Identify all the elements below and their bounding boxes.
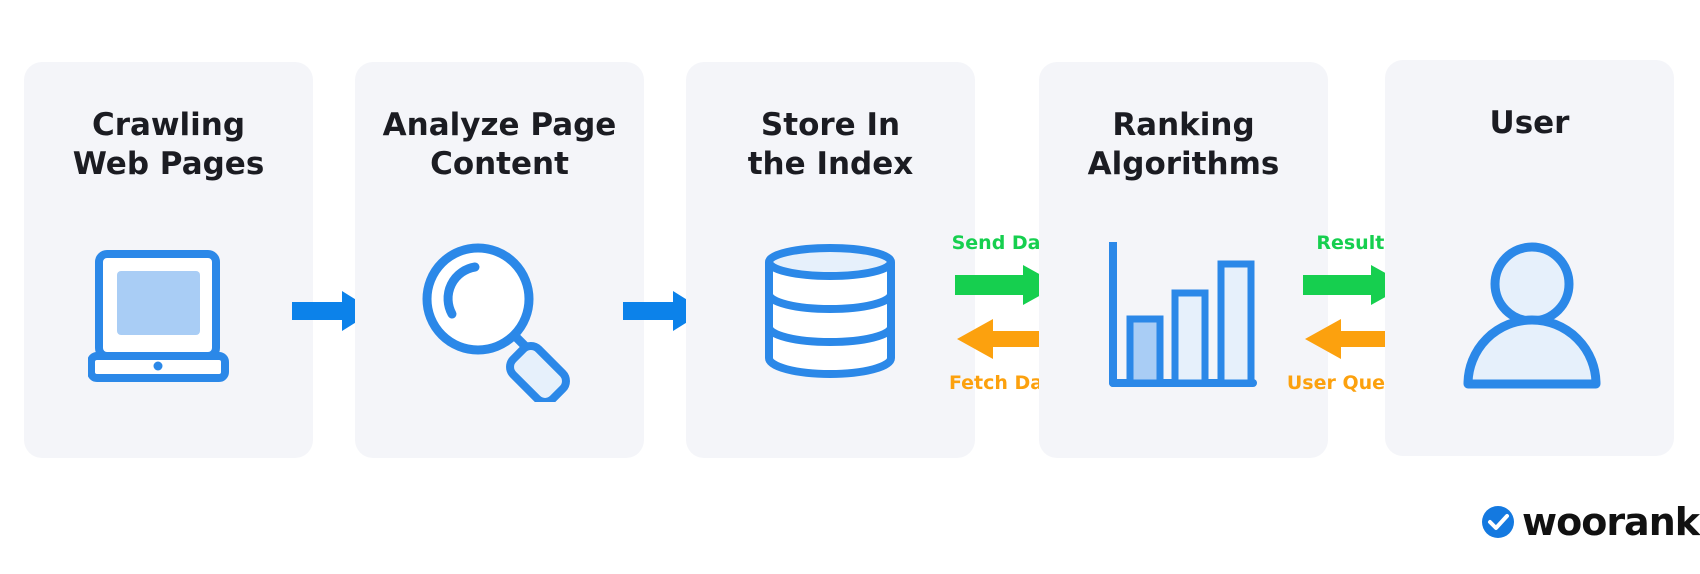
fetch-data-arrow — [957, 319, 1061, 359]
brand-logo: woorank — [1480, 500, 1700, 544]
stage-title: Analyze Page Content — [382, 107, 617, 182]
laptop-icon — [88, 250, 229, 382]
stage-title: Ranking Algorithms — [1087, 107, 1280, 182]
send-data-label: Send Data — [951, 232, 1063, 254]
stage-title: User — [1489, 105, 1570, 141]
stage-card-ranking: Ranking Algorithms — [1039, 62, 1328, 458]
stage-card-analyze: Analyze Page Content — [355, 62, 644, 458]
stage-title: Store In the Index — [747, 107, 914, 182]
stage-card-user: User — [1385, 60, 1674, 456]
flow-arrow-right — [623, 291, 705, 331]
check-badge-icon — [1482, 506, 1514, 538]
send-data-arrow — [955, 265, 1059, 305]
magnifier-icon — [422, 243, 570, 402]
fetch-data-label: Fetch Data — [948, 372, 1066, 394]
user-icon — [1463, 242, 1601, 389]
user-queries-arrow — [1305, 319, 1409, 359]
brand-name: woorank — [1522, 500, 1700, 544]
flow-arrow-right — [292, 291, 374, 331]
stage-title: Crawling Web Pages — [72, 107, 265, 182]
bar-chart-icon — [1109, 242, 1257, 387]
stage-card-index: Store In the Index — [686, 62, 975, 458]
results-label: Results — [1316, 232, 1396, 254]
results-arrow — [1303, 265, 1407, 305]
stage-card-crawling: Crawling Web Pages — [24, 62, 313, 458]
database-icon — [765, 244, 895, 378]
